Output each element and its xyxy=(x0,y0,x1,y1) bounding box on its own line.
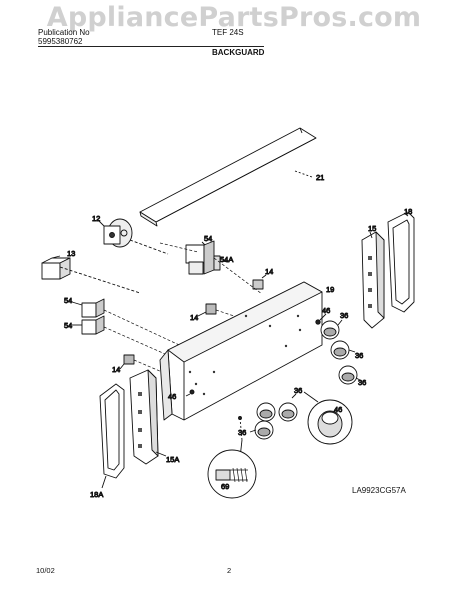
knob-36-d xyxy=(256,393,298,422)
callout-21: 21 xyxy=(316,173,324,182)
watermark: AppliancePartsPros.com xyxy=(46,2,422,33)
part-21-top-trim xyxy=(139,127,317,227)
callout-14-low: 14 xyxy=(112,365,120,374)
callout-18a: 18A xyxy=(90,490,103,499)
footer-date: 10/02 xyxy=(36,566,55,575)
knob-36-c xyxy=(338,365,361,385)
callout-13: 13 xyxy=(67,249,75,258)
part-46-knob-stem-left xyxy=(185,389,195,397)
callout-15a: 15A xyxy=(166,455,179,464)
callout-46-right: 46 xyxy=(322,306,330,315)
callout-36-b: 36 xyxy=(355,351,363,360)
callout-69: 69 xyxy=(221,482,229,491)
part-54a-switch xyxy=(213,255,229,271)
callout-36-a: 36 xyxy=(340,311,348,320)
part-19-backguard-panel xyxy=(159,281,323,421)
section-title: BACKGUARD xyxy=(212,48,265,57)
part-14-switch-mid xyxy=(197,303,217,317)
callout-36-d: 36 xyxy=(294,386,302,395)
part-54-switch-top xyxy=(185,240,215,275)
publication-label: Publication No xyxy=(38,28,90,37)
callout-36-e: 36 xyxy=(238,428,246,437)
model-number: TEF 24S xyxy=(212,28,244,37)
part-54-switch-low xyxy=(72,315,105,335)
part-14-switch-top xyxy=(252,274,267,290)
callout-54a: 54A xyxy=(220,255,233,264)
knob-36-e xyxy=(249,420,274,440)
callout-46-detail: 46 xyxy=(334,405,342,414)
part-12-clock-timer xyxy=(97,218,169,255)
callout-54-mid: 54 xyxy=(64,296,72,305)
part-13-terminal-block xyxy=(41,255,141,294)
footer-page-number: 2 xyxy=(227,566,232,575)
callout-15: 15 xyxy=(368,224,376,233)
knob-36-b xyxy=(330,340,356,360)
part-18a-trim-left xyxy=(99,383,125,489)
part-18-trim-right xyxy=(387,211,415,313)
detail-69-screw xyxy=(207,416,257,499)
callout-46-left: 46 xyxy=(168,392,176,401)
callout-19: 19 xyxy=(326,285,334,294)
callout-54-low: 54 xyxy=(64,321,72,330)
callout-54-top: 54 xyxy=(204,234,212,243)
part-15-end-cap-right xyxy=(361,231,385,329)
part-14-switch-low xyxy=(119,354,135,370)
callout-14-top: 14 xyxy=(265,267,273,276)
detail-46-knob xyxy=(303,391,353,445)
publication-number: 5995380762 xyxy=(38,37,83,46)
part-46-knob-stem-right xyxy=(315,313,327,325)
knob-36-a xyxy=(320,319,343,340)
callout-14-mid: 14 xyxy=(190,313,198,322)
part-54-switch-mid xyxy=(71,298,105,318)
diagram-part-reference: LA9923CG57A xyxy=(352,486,406,495)
header-rule xyxy=(38,46,264,47)
callout-18: 18 xyxy=(404,207,412,216)
part-15a-end-cap-left xyxy=(129,369,167,465)
callout-12: 12 xyxy=(92,214,100,223)
assembly-guide-lines xyxy=(103,242,263,379)
callout-36-c: 36 xyxy=(358,378,366,387)
